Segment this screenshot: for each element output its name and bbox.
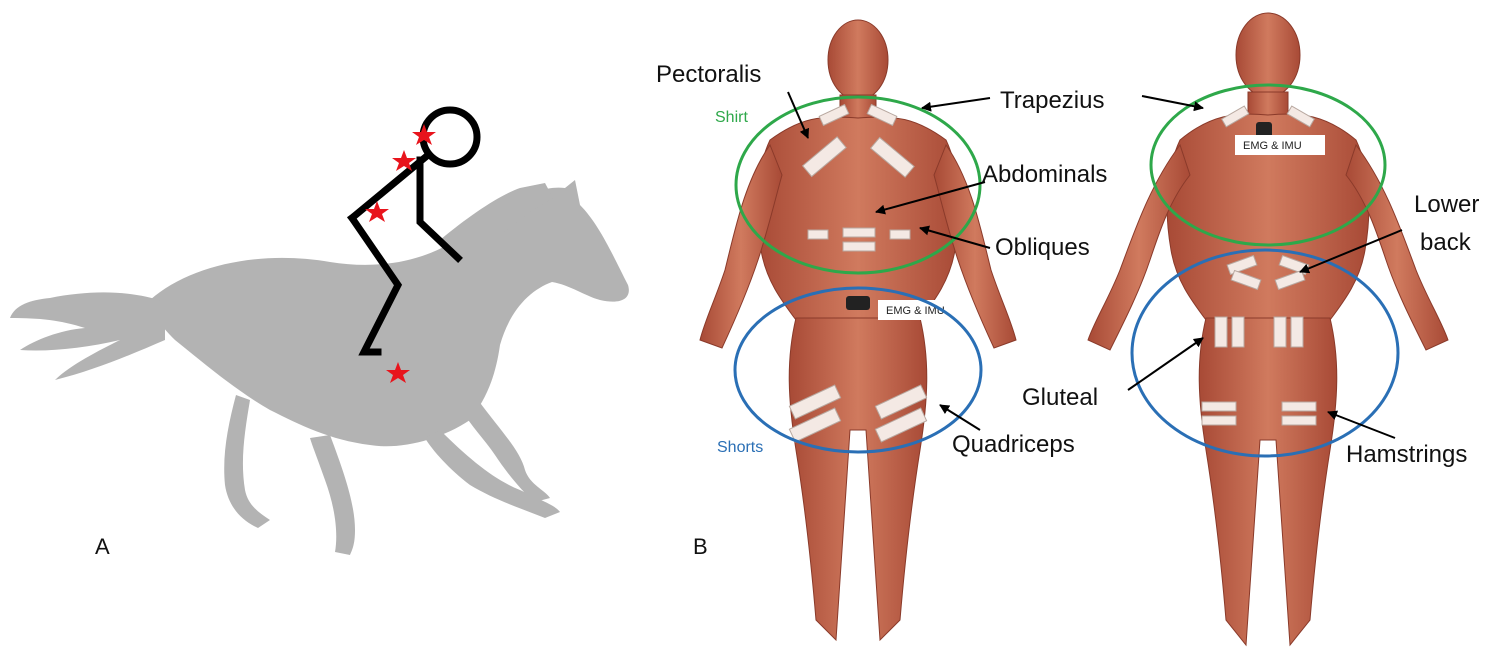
shirt-ring-label: Shirt: [715, 109, 748, 126]
panel-a: A: [10, 110, 629, 559]
horse-silhouette: [10, 180, 629, 555]
label-gluteal: Gluteal: [1022, 384, 1098, 411]
arrow-gluteal: [1128, 338, 1203, 390]
label-obliques: Obliques: [995, 234, 1090, 261]
label-trapezius: Trapezius: [1000, 87, 1104, 114]
panel-b: B EMG & IMU: [656, 13, 1479, 645]
label-lower-back-line1: Lower: [1414, 191, 1479, 218]
label-pectoralis: Pectoralis: [656, 61, 761, 88]
label-hamstrings: Hamstrings: [1346, 441, 1467, 468]
panel-a-label: A: [95, 534, 110, 559]
shorts-ring-label: Shorts: [717, 439, 763, 456]
label-quadriceps: Quadriceps: [952, 431, 1075, 458]
panel-b-label: B: [693, 534, 708, 559]
emg-imu-tag-back: EMG & IMU: [1243, 140, 1302, 152]
arrow-hamstrings: [1328, 412, 1395, 438]
arrow-trapezius-front: [922, 98, 990, 108]
label-abdominals: Abdominals: [982, 161, 1107, 188]
emg-imu-device-front: [846, 296, 870, 310]
label-lower-back-line2: back: [1420, 229, 1472, 256]
